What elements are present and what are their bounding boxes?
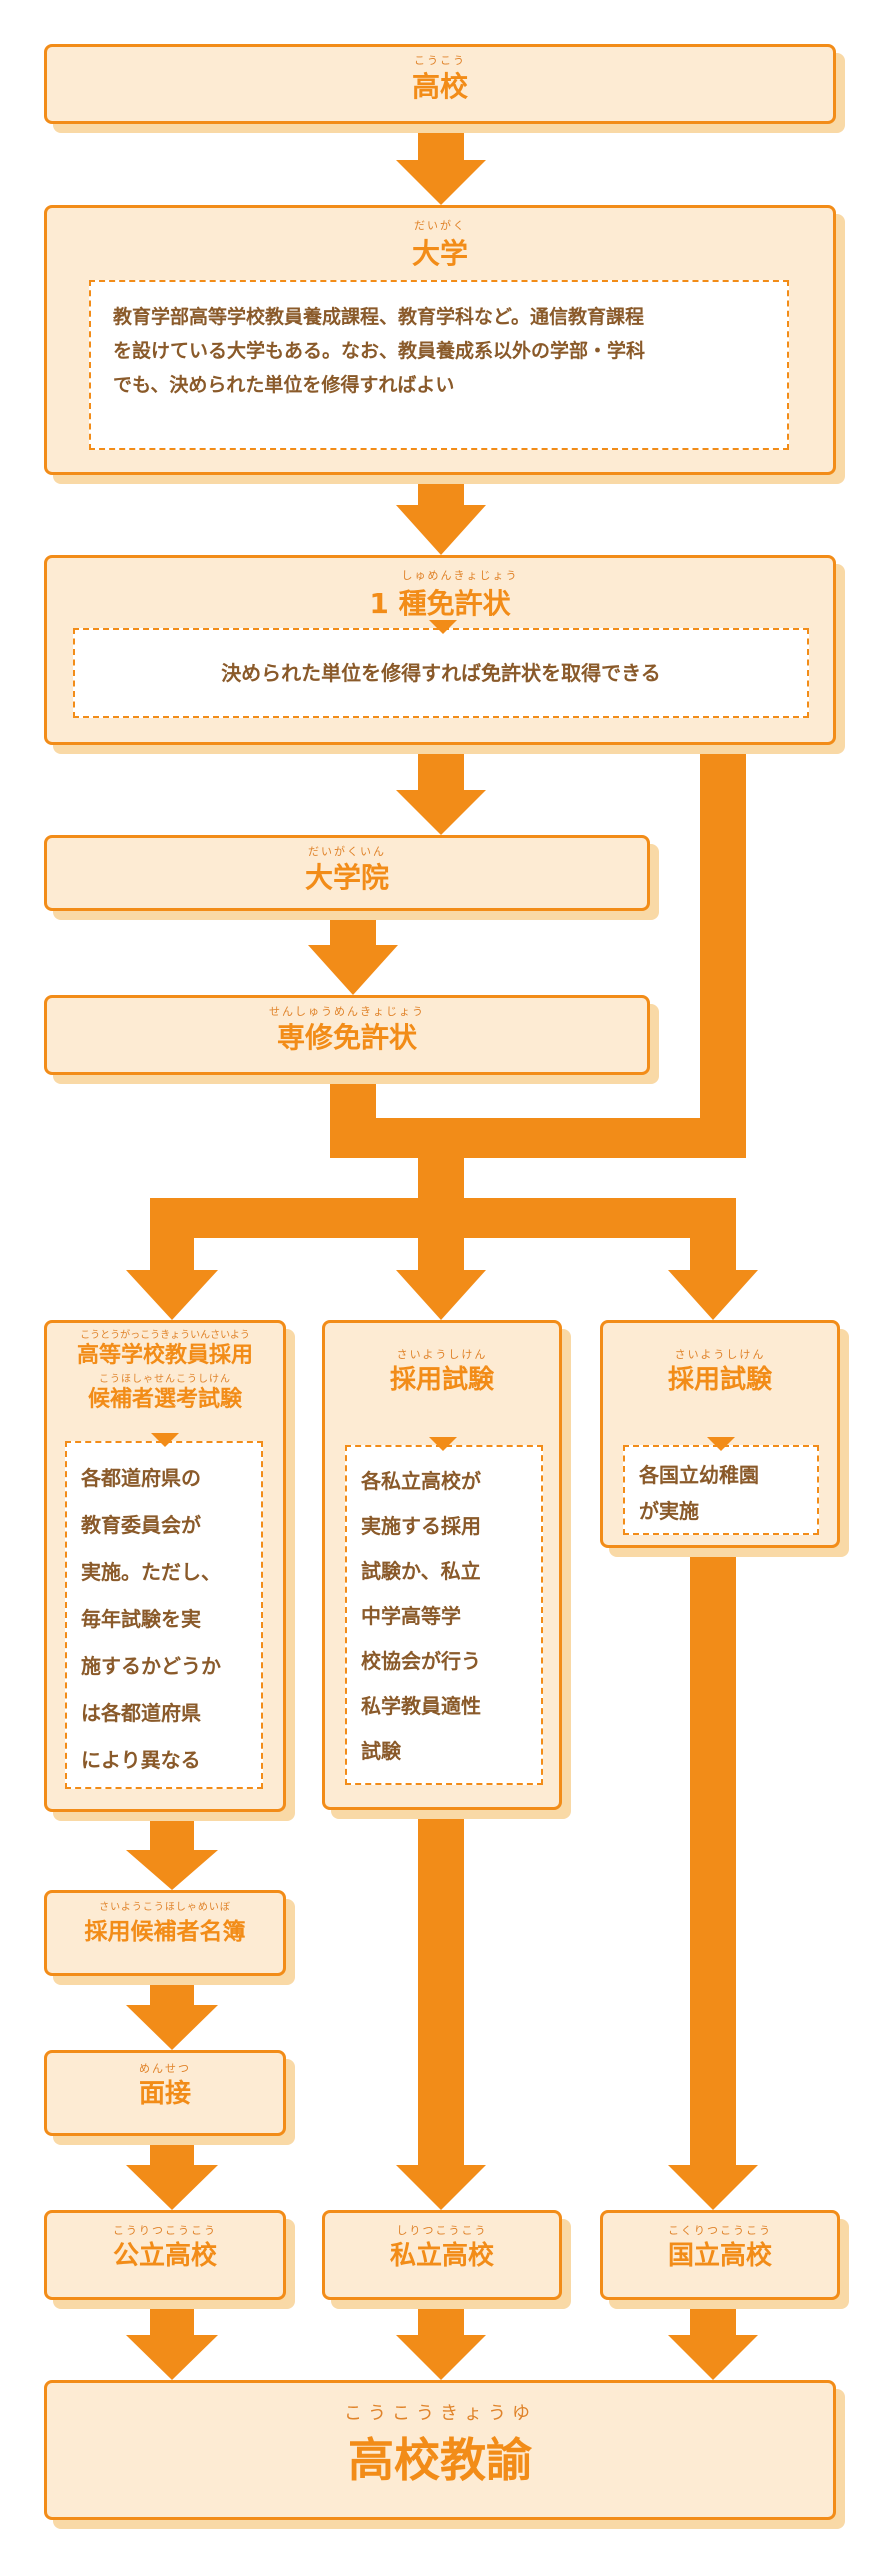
left-exam-ruby-1: こうとうがっこうきょういんさいよう [80, 1330, 250, 1341]
right-exam-title: 採用試験 [667, 1365, 772, 1395]
isshu-desc-box: 決められた単位を修得すれば免許状を取得できる [73, 628, 809, 718]
left-exam-desc-box: 各都道府県の 教育委員会が 実施。ただし、 毎年試験を実 施するかどうか は各都… [65, 1441, 263, 1789]
right-desc-line-1: 各国立幼稚園 [639, 1463, 759, 1487]
middle-desc-line-4: 中学高等学 [361, 1604, 461, 1628]
daigaku-desc-line-2: を設けている大学もある。なお、教員養成系以外の学部・学科 [113, 340, 646, 362]
daigaku-title: 大学 [411, 237, 468, 270]
middle-desc-line-7: 試験 [361, 1739, 401, 1763]
right-exam-desc-box: 各国立幼稚園 が実施 [623, 1445, 819, 1535]
isshu-box: しゅめんきょじょう 1 種免許状 決められた単位を修得すれば免許状を取得できる [44, 555, 836, 745]
senshu-box: せんしゅうめんきょじょう 専修免許状 [44, 995, 650, 1075]
middle-desc-line-3: 試験か、私立 [361, 1559, 481, 1583]
kokuritsu-box: こくりつこうこう 国立高校 [600, 2210, 840, 2300]
left-exam-pointer [151, 1433, 179, 1447]
final-title: 高校教諭 [348, 2433, 532, 2487]
meibo-box: さいようこうほしゃめいぼ 採用候補者名簿 [44, 1890, 286, 1976]
daigaku-ruby: だいがく [414, 219, 466, 232]
isshu-title: 1 種免許状 [369, 587, 511, 620]
right-exam-ruby: さいようしけん [674, 1348, 766, 1361]
isshu-desc: 決められた単位を修得すれば免許状を取得できる [221, 661, 661, 685]
kokuritsu-title: 国立高校 [667, 2241, 772, 2271]
kokuritsu-ruby: こくりつこうこう [667, 2224, 773, 2237]
left-desc-line-2: 教育委員会が [81, 1513, 201, 1537]
mensetsu-title: 面接 [138, 2079, 191, 2109]
middle-desc-line-5: 校協会が行う [361, 1649, 481, 1673]
koukou-box: こうこう 高校 [44, 44, 836, 124]
middle-exam-pointer [429, 1437, 457, 1451]
middle-exam-desc-box: 各私立高校が 実施する採用 試験か、私立 中学高等学 校協会が行う 私学教員適性… [345, 1445, 543, 1785]
daigaku-desc-line-3: でも、決められた単位を修得すればよい [113, 374, 455, 396]
daigakuin-box: だいがくいん 大学院 [44, 835, 650, 911]
left-desc-line-1: 各都道府県の [81, 1466, 201, 1490]
left-desc-line-6: は各都道府県 [81, 1701, 201, 1725]
senshu-title: 専修免許状 [276, 1021, 417, 1054]
left-exam-title-1: 高等学校教員採用 [76, 1343, 253, 1368]
daigakuin-ruby: だいがくいん [308, 845, 386, 858]
meibo-title: 採用候補者名簿 [84, 1919, 246, 1945]
koukou-title: 高校 [411, 70, 468, 103]
kouritsu-box: こうりつこうこう 公立高校 [44, 2210, 286, 2300]
middle-exam-ruby: さいようしけん [396, 1348, 488, 1361]
left-exam-title-2: 候補者選考試験 [87, 1387, 242, 1412]
mensetsu-box: めんせつ 面接 [44, 2050, 286, 2136]
shiritsu-box: しりつこうこう 私立高校 [322, 2210, 562, 2300]
left-desc-line-7: により異なる [81, 1748, 201, 1772]
middle-desc-line-2: 実施する採用 [361, 1514, 481, 1538]
right-desc-line-2: が実施 [639, 1499, 699, 1523]
daigakuin-title: 大学院 [304, 861, 389, 894]
right-exam-pointer [707, 1437, 735, 1451]
final-ruby: こうこうきょうゆ [344, 2403, 536, 2424]
left-exam-ruby-2: こうほしゃせんこうしけん [99, 1374, 231, 1385]
daigaku-desc-line-1: 教育学部高等学校教員養成課程、教育学科など。通信教育課程 [113, 306, 645, 328]
left-desc-line-3: 実施。ただし、 [81, 1560, 221, 1584]
middle-exam-box: さいようしけん 採用試験 各私立高校が 実施する採用 試験か、私立 中学高等学 … [322, 1320, 562, 1810]
shiritsu-ruby: しりつこうこう [396, 2224, 488, 2237]
right-exam-box: さいようしけん 採用試験 各国立幼稚園 が実施 [600, 1320, 840, 1548]
isshu-pointer [429, 620, 457, 634]
isshu-ruby: しゅめんきょじょう [401, 569, 519, 582]
meibo-ruby: さいようこうほしゃめいぼ [99, 1902, 231, 1913]
mensetsu-ruby: めんせつ [139, 2062, 191, 2075]
senshu-ruby: せんしゅうめんきょじょう [269, 1005, 425, 1018]
left-desc-line-4: 毎年試験を実 [81, 1607, 201, 1631]
kouritsu-title: 公立高校 [112, 2241, 217, 2271]
left-desc-line-5: 施するかどうか [81, 1654, 221, 1678]
middle-desc-line-1: 各私立高校が [361, 1469, 481, 1493]
daigaku-desc-box: 教育学部高等学校教員養成課程、教育学科など。通信教育課程 を設けている大学もある… [89, 280, 789, 450]
daigaku-box: だいがく 大学 教育学部高等学校教員養成課程、教育学科など。通信教育課程 を設け… [44, 205, 836, 475]
left-exam-box: こうとうがっこうきょういんさいよう 高等学校教員採用 こうほしゃせんこうしけん … [44, 1320, 286, 1812]
final-box: こうこうきょうゆ 高校教諭 [44, 2380, 836, 2520]
shiritsu-title: 私立高校 [389, 2241, 494, 2271]
koukou-ruby: こうこう [414, 54, 466, 67]
middle-exam-title: 採用試験 [389, 1365, 494, 1395]
middle-desc-line-6: 私学教員適性 [361, 1694, 481, 1718]
kouritsu-ruby: こうりつこうこう [112, 2224, 218, 2237]
